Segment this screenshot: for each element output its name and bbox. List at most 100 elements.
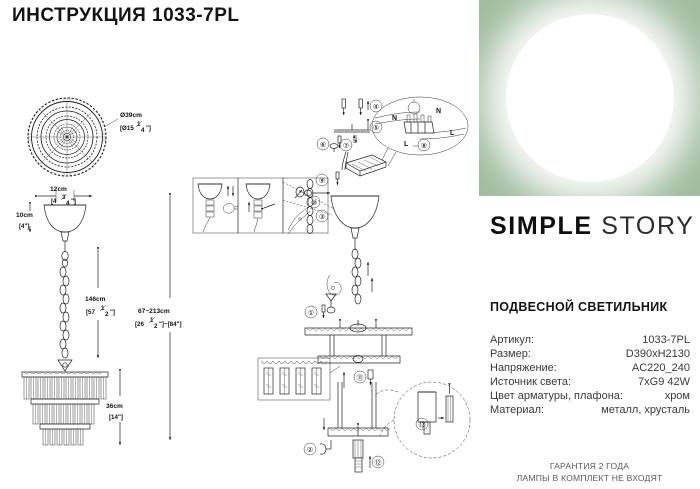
canopy-elevation (35, 190, 92, 268)
svg-text:⑦: ⑦ (343, 142, 349, 150)
product-type-heading: ПОДВЕСНОЙ СВЕТИЛЬНИК (490, 300, 668, 314)
step-panel-b (245, 183, 276, 233)
finial-group (319, 440, 332, 455)
chain-metric-label: 146cm (85, 296, 106, 303)
callout-step1: ① (304, 305, 318, 319)
svg-text:⑨: ⑨ (319, 177, 325, 185)
svg-text:③: ③ (319, 213, 325, 221)
spec-value: металл, хрусталь (601, 404, 690, 416)
ch-post: "] (110, 309, 115, 316)
diameter-metric-label: Ø39cm (120, 112, 142, 119)
spec-key: Напряжение: (490, 362, 557, 374)
ch-pre: [57 (86, 309, 96, 316)
suspension-chain (59, 266, 70, 359)
spec-row: Материал: металл, хрусталь (490, 403, 690, 417)
step1-screw (321, 293, 337, 318)
callout-step12: ⑫ (371, 455, 385, 469)
total-imperial-label: [26 1 2 "]~[84"] (135, 316, 182, 330)
canopy-width-metric: 12cm (50, 186, 67, 193)
diameter-frac-num: 1 (137, 121, 141, 128)
svg-text:⑥: ⑥ (320, 141, 326, 149)
spec-row: Источник света: 7xG9 42W (490, 375, 690, 389)
brand-part-one: SIMPLE (490, 212, 593, 240)
canopy-height-imperial: [4"] (19, 223, 30, 230)
bulb-assembly-bottom (352, 439, 372, 473)
svg-text:①: ① (308, 309, 314, 317)
technical-drawings: Ø39cm [Ø15 1 4 "] 12cm [4 (16, 96, 471, 473)
canopy-height-metric: 10cm (16, 212, 33, 219)
cw-num: 3 (62, 194, 66, 201)
diameter-imp-pre: [Ø15 (120, 125, 134, 132)
callout-step5: ⑤ (369, 120, 383, 134)
lower-columns (337, 382, 377, 428)
ch-num: 1 (101, 305, 105, 312)
step-panel-a (197, 183, 239, 233)
main-chain (351, 248, 362, 305)
chandelier-elevation (21, 371, 109, 446)
spec-row: Артикул: 1033-7PL (490, 333, 690, 347)
svg-text:②: ② (307, 446, 313, 454)
screw-group-4 (341, 98, 370, 115)
svg-text:⑪: ⑪ (357, 374, 364, 382)
tot-post: "]~[84"] (159, 321, 182, 328)
cw-post: "] (71, 198, 76, 205)
callout-step7: ⑦ (339, 138, 353, 152)
cw-den: 4 (66, 200, 70, 207)
terminal-block (345, 154, 387, 177)
shade-metric-label: 36cm (106, 403, 123, 410)
callout-step4: ④ (369, 99, 383, 113)
ring-nut-group (295, 186, 330, 198)
brand-part-two: STORY (601, 212, 695, 240)
bulb-magnifier-leader (373, 389, 399, 437)
callout-step6: ⑥ (316, 137, 330, 151)
diameter-imperial-label: [Ø15 1 4 "] (120, 120, 151, 134)
magnifier-leader (381, 147, 397, 167)
svg-text:④: ④ (373, 103, 379, 111)
wiring-detail-magnifier: N N L L ⑧ (371, 96, 469, 156)
hook-detail (326, 274, 342, 296)
assembly-tier-2 (317, 335, 401, 364)
screw-group-9 (335, 171, 340, 185)
diameter-imp-post: "] (146, 125, 151, 132)
canopy-width-imperial: [4 3 4 "] (51, 193, 76, 207)
terminal-label-n-left: N (392, 115, 397, 122)
spec-key: Артикул: (490, 334, 535, 346)
spec-value: хром (664, 390, 690, 402)
shade-imperial-label: [14"] (109, 414, 123, 421)
callout-step11: ⑪ (353, 370, 367, 384)
assembly-tier-1 (304, 319, 413, 336)
warranty-note: ГАРАНТИЯ 2 ГОДА ЛАМПЫ В КОМПЛЕКТ НЕ ВХОД… (479, 461, 700, 484)
svg-text:⑫: ⑫ (375, 459, 382, 467)
spec-key: Цвет арматуры, плафона: (490, 390, 623, 402)
ch-den: 2 (105, 311, 109, 318)
svg-text:⑩: ⑩ (311, 199, 317, 207)
callout-step2: ② (303, 442, 317, 456)
nut-and-screw-group (329, 135, 358, 152)
callout-step9: ⑨ (315, 173, 329, 187)
cw-pre: [4 (51, 198, 57, 205)
step-panel-c (287, 179, 314, 235)
product-photo-panel (479, 0, 700, 196)
callout-step12-magnified: ⑫ (415, 417, 429, 431)
spec-value: D390xH2130 (625, 348, 690, 360)
mounting-bar (334, 119, 370, 133)
spec-value: 7xG9 42W (638, 376, 690, 388)
diameter-frac-den: 4 (141, 127, 145, 134)
svg-text:⑫: ⑫ (419, 421, 426, 429)
spec-key: Источник света: (490, 376, 572, 388)
tot-den: 2 (154, 323, 158, 330)
ceiling-chain-upper (341, 151, 349, 171)
assembly-bottom-plate (327, 427, 391, 437)
total-metric-label: 67~213cm (138, 308, 170, 315)
spec-value: AC220_240 (631, 362, 690, 374)
brand-logo: SIMPLE STORY (490, 212, 694, 241)
tot-pre: [26 (135, 321, 145, 328)
chain-hanger (57, 359, 73, 372)
terminal-label-l-left: L (404, 141, 409, 148)
specification-table: Артикул: 1033-7PL Размер: D390xH2130 Нап… (490, 333, 690, 417)
spec-row: Размер: D390xH2130 (490, 347, 690, 361)
spec-key: Материал: (490, 404, 545, 416)
spec-row: Напряжение: AC220_240 (490, 361, 690, 375)
product-photo-glow (505, 14, 674, 182)
